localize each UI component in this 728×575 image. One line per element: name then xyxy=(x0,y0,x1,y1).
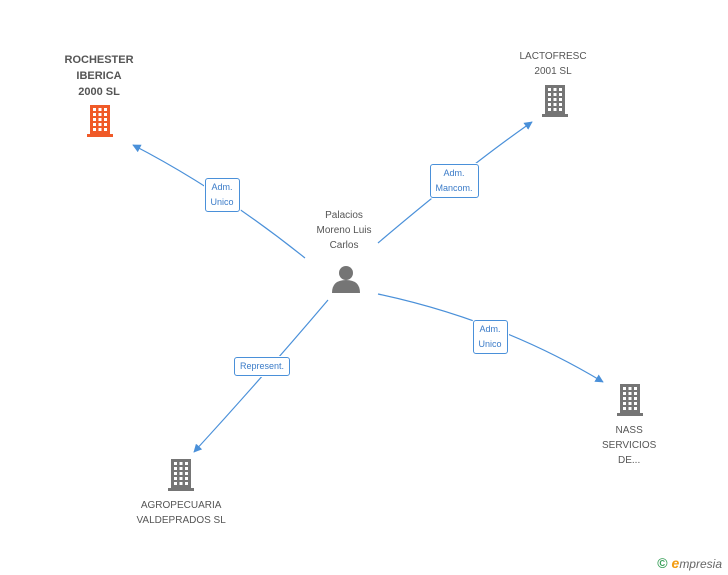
relation-label-line: Adm. xyxy=(479,324,501,334)
relation-label-line: Adm. xyxy=(443,168,465,178)
building-icon[interactable] xyxy=(617,384,643,416)
brand-name: empresia xyxy=(671,555,722,571)
relation-edge-agropecuaria xyxy=(193,299,329,453)
person-name-line: Moreno Luis xyxy=(316,225,372,236)
brand-footer: © empresia xyxy=(657,555,722,571)
person-icon[interactable] xyxy=(332,266,360,293)
relation-label-line: Unico xyxy=(210,197,234,207)
company-name-lactofresc-line: LACTOFRESC xyxy=(519,51,587,62)
person-name-line: Carlos xyxy=(329,240,359,251)
company-name-nass-line: SERVICIOS xyxy=(602,440,657,451)
company-name-agropecuaria-line: AGROPECUARIA xyxy=(140,500,222,511)
company-name-nass-line: DE... xyxy=(618,455,641,466)
copyright-icon: © xyxy=(657,555,668,571)
company-name-nass-line: NASS xyxy=(615,425,643,436)
company-name-rochester-line: 2000 SL xyxy=(78,86,120,98)
building-icon[interactable] xyxy=(168,459,194,491)
company-name-agropecuaria[interactable]: AGROPECUARIA VALDEPRADOS SL xyxy=(137,498,226,528)
person-name-line: Palacios xyxy=(325,210,363,221)
relation-label-line: Represent. xyxy=(240,360,285,371)
company-name-lactofresc[interactable]: LACTOFRESC 2001 SL xyxy=(520,49,587,79)
relation-label-line: Adm. xyxy=(211,182,233,192)
company-name-agropecuaria-line: VALDEPRADOS SL xyxy=(136,515,226,526)
company-name-rochester-line: ROCHESTER xyxy=(64,54,134,66)
relation-label-lactofresc[interactable]: Adm. Mancom. xyxy=(429,164,479,198)
relation-label-nass[interactable]: Adm. Unico xyxy=(472,320,508,354)
company-name-rochester[interactable]: ROCHESTER IBERICA 2000 SL xyxy=(65,52,134,100)
relation-label-line: Unico xyxy=(478,339,502,349)
relation-label-agropecuaria[interactable]: Represent. xyxy=(234,356,291,376)
relation-label-line: Mancom. xyxy=(435,183,473,193)
company-name-rochester-line: IBERICA xyxy=(76,70,122,82)
building-icon[interactable] xyxy=(87,105,113,137)
building-icon[interactable] xyxy=(542,85,568,117)
company-name-lactofresc-line: 2001 SL xyxy=(534,66,572,77)
company-name-nass[interactable]: NASS SERVICIOS DE... xyxy=(602,423,656,468)
relation-label-rochester[interactable]: Adm. Unico xyxy=(204,178,240,212)
